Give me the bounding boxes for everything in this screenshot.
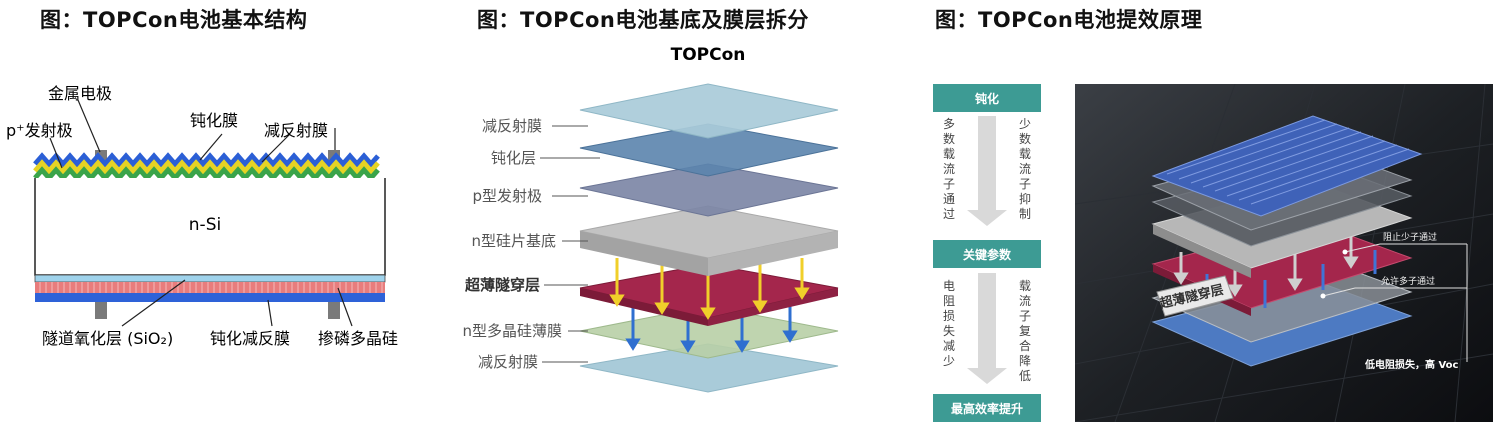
layer-leader-lines [540,125,600,363]
flow-step-efficiency-text: 最高效率提升 [951,401,1023,416]
layer-label-2: 钝化层 [491,149,536,167]
label-tunnel-oxide: 隧道氧化层 (SiO₂) [42,329,173,348]
principle-flowchart: 钝化 多数载流子通过 少数载流子抑制 关键参数 电阻损失减少 载流子复合降低 最… [925,70,1065,425]
photo-plate-grey-side [1153,224,1251,278]
photo-dot-1 [1342,249,1348,255]
poly-silicon-texture [39,282,383,293]
layer-plate-4-side [580,231,708,276]
photo-note-result: 低电阻损失，高 Voc [1364,358,1459,371]
leader-lines [49,99,353,327]
flow-right2: 载流子复合降低 [1019,279,1031,383]
flow-left1: 多数载流子通过 [943,117,955,221]
label-antireflection-film: 减反射膜 [264,121,328,140]
bottom-electrode-right [328,302,340,319]
layer-label-1: 减反射膜 [482,117,542,135]
layer-split-diagram: TOPCon 减反射膜 钝化层 p型发射极 n型硅片基底 超薄隧穿层 n型多晶 [440,36,900,435]
tunnel-oxide-layer [34,274,386,283]
principle-photo: 超薄隧穿层 阻止少子通过 允许多子通过 低电阻损失，高 Voc [1074,83,1494,423]
layer-label-6: n型多晶硅薄膜 [462,322,562,340]
layer-label-7: 减反射膜 [478,353,538,371]
flow-arrow-1 [967,116,1007,226]
flow-right1: 少数载流子抑制 [1019,117,1031,221]
substrate-label: n-Si [189,215,221,235]
photo-note-allow: 允许多子通过 [1381,275,1435,287]
layer-plate-1 [579,83,839,139]
layer-plate-5-side-r [708,288,838,326]
flow-step-key-params-text: 关键参数 [963,247,1012,262]
flow-step-key-params [933,240,1041,268]
rear-ar-layer [35,293,385,302]
layer-label-4: n型硅片基底 [471,232,556,250]
passivation-zigzag [33,159,380,175]
bottom-electrode-left [95,302,107,319]
structure-diagram: n-Si 金属电极 p⁺发射极 钝化膜 减反射膜 隧道氧化层 (SiO₂) 钝化… [0,70,440,435]
layers-heading: TOPCon [671,45,746,65]
panel-title-structure: 图：TOPCon电池基本结构 [40,8,308,32]
label-metal-electrode: 金属电极 [48,84,112,103]
flow-step-passivation [933,84,1041,112]
photo-annotation-lines [1322,243,1468,362]
label-passivation-film: 钝化膜 [190,111,238,130]
layer-plate-7 [579,343,839,393]
photo-arrows-white [1173,234,1359,297]
layer-label-3: p型发射极 [472,187,542,205]
photo-dot-2 [1320,293,1326,299]
layer-plate-4-side-r [708,231,838,276]
emitter-zigzag [33,166,380,182]
label-phosphorus-poly: 掺磷多晶硅 [318,329,398,348]
panel-title-principle: 图：TOPCon电池提效原理 [935,8,1203,32]
antireflection-zigzag [33,152,380,168]
flow-step-efficiency [933,394,1041,422]
layer-plate-3 [579,163,839,217]
label-passivation-ar: 钝化减反膜 [210,329,290,348]
label-p-emitter: p⁺发射极 [6,121,73,140]
photo-cell-lines [1166,119,1410,205]
layer-plate-2 [579,123,839,177]
flow-left2: 电阻损失减少 [943,279,955,368]
panel-title-layers: 图：TOPCon电池基底及膜层拆分 [477,8,809,32]
layer-label-5: 超薄隧穿层 [464,276,540,294]
photo-note-block: 阻止少子通过 [1383,231,1437,243]
poly-silicon-layer [35,282,385,293]
flow-step-passivation-text: 钝化 [974,91,999,106]
flow-arrow-2 [967,273,1007,384]
